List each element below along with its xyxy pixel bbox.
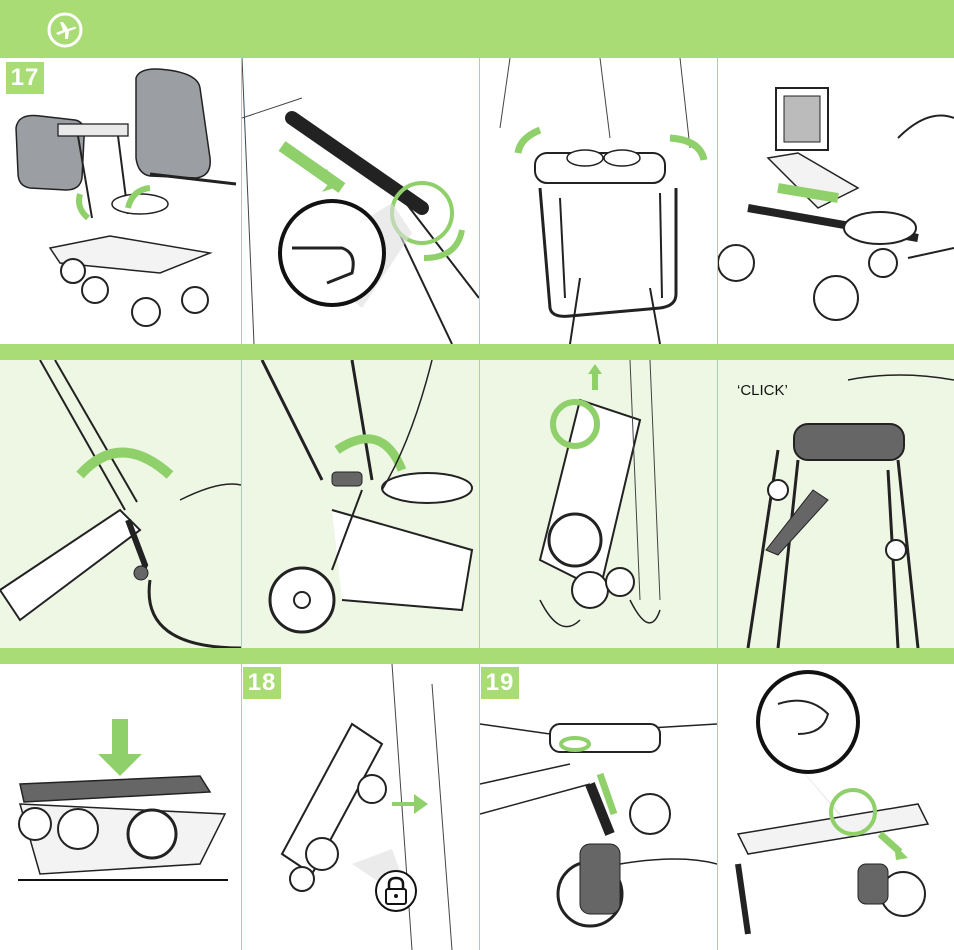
panel-slide-frame xyxy=(718,58,954,344)
step-number-badge: 17 xyxy=(6,62,44,94)
padlock-icon xyxy=(374,869,418,913)
panel-carry-folded xyxy=(242,664,479,950)
panel-fold-frame xyxy=(242,360,479,648)
airplane-icon xyxy=(46,11,84,49)
header-band xyxy=(0,0,954,58)
panel-remove-wheel xyxy=(480,664,717,950)
click-sound-label: ‘CLICK’ xyxy=(737,382,788,399)
panel-handle-release xyxy=(242,58,479,344)
panel-stroller-seats-removed xyxy=(0,58,241,344)
panel-press-down xyxy=(0,664,241,950)
panel-click-lock xyxy=(718,360,954,648)
row-divider-band xyxy=(0,648,954,664)
panel-folded-stroller xyxy=(480,360,717,648)
step-number-badge: 18 xyxy=(243,667,281,699)
panel-wheel-release-detail xyxy=(718,664,954,950)
step-number-badge: 19 xyxy=(481,667,519,699)
panel-rotate-lever xyxy=(0,360,241,648)
panel-lift-handlebar xyxy=(480,58,717,344)
row-divider-band xyxy=(0,344,954,360)
